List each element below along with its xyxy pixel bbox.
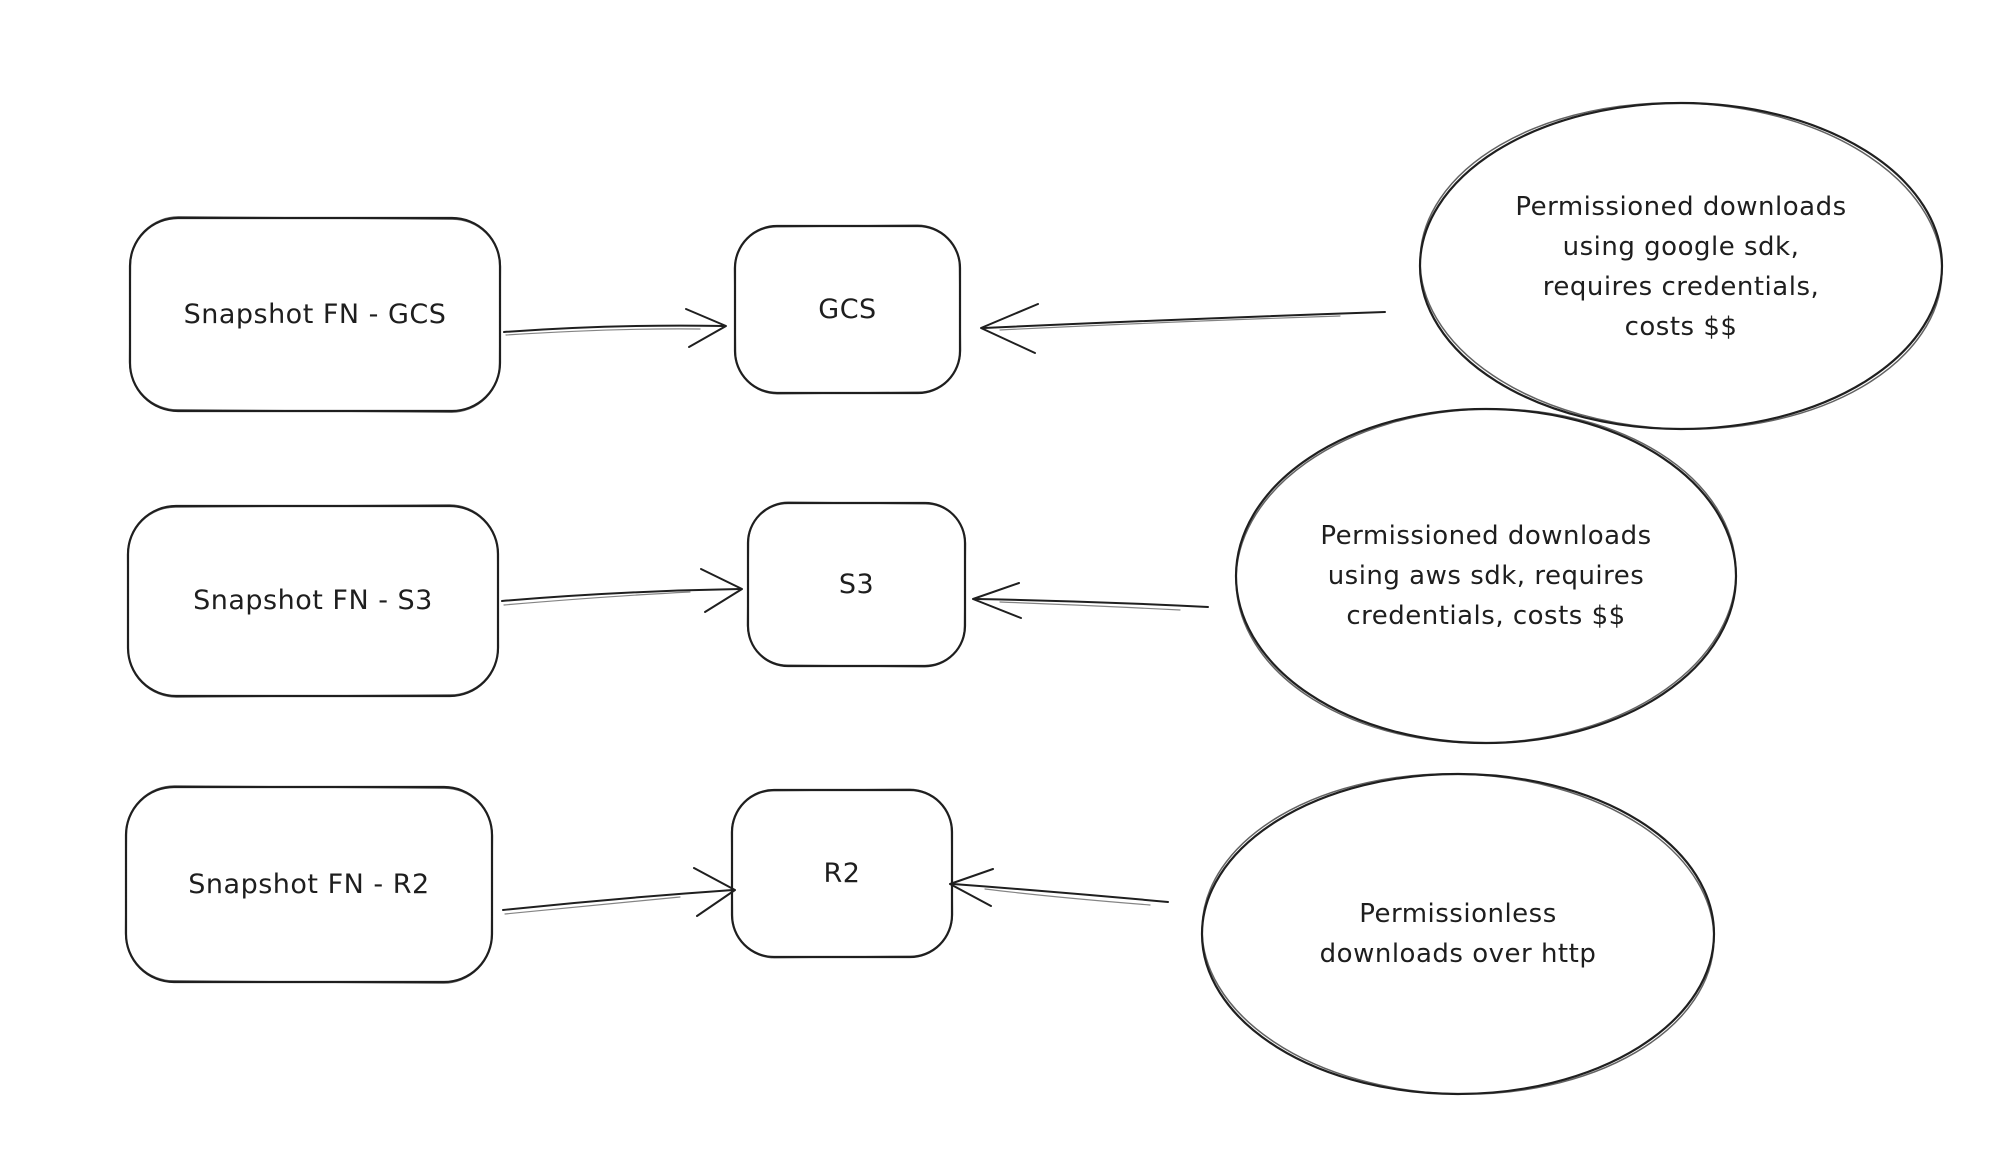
r2-box bbox=[730, 788, 954, 959]
arrow-head bbox=[972, 582, 1022, 619]
note-line: downloads over http bbox=[1319, 939, 1597, 969]
arrow-head bbox=[980, 303, 1039, 354]
arrow-head bbox=[685, 308, 727, 348]
arrow-shaft-overdraw bbox=[503, 591, 691, 606]
arrow-shaft bbox=[952, 883, 1169, 903]
ellipse-outline-overdraw bbox=[1419, 102, 1943, 430]
arrow-snapshot-to-r2 bbox=[502, 867, 736, 917]
snapshot-fn-r2-box bbox=[124, 785, 494, 984]
s3-label: S3 bbox=[838, 568, 875, 600]
r2-note-ellipse bbox=[1200, 772, 1716, 1096]
arrow-r2-note-to-r2 bbox=[949, 868, 1169, 907]
box-outline-overdraw bbox=[746, 501, 967, 668]
arrow-shaft-overdraw bbox=[505, 328, 701, 336]
arrow-shaft bbox=[501, 588, 741, 602]
snapshot-fn-gcs-box bbox=[128, 216, 502, 413]
box-outline-overdraw bbox=[128, 216, 502, 413]
gcs-note-text: Permissioned downloads using google sdk,… bbox=[1421, 106, 1941, 428]
arrow-head bbox=[693, 867, 736, 917]
note-line: Permissionless bbox=[1359, 899, 1557, 929]
snapshot-fn-r2-label: Snapshot FN - R2 bbox=[188, 868, 430, 900]
arrow-snapshot-to-s3 bbox=[501, 568, 743, 613]
arrow-shaft bbox=[503, 324, 725, 333]
note-line: using aws sdk, requires bbox=[1327, 561, 1645, 591]
s3-note-text: Permissioned downloads using aws sdk, re… bbox=[1236, 409, 1736, 743]
arrow-head bbox=[949, 868, 994, 907]
gcs-box bbox=[733, 224, 962, 395]
ellipse-outline-overdraw bbox=[1235, 408, 1737, 744]
note-line: using google sdk, bbox=[1562, 232, 1800, 262]
box-outline-overdraw bbox=[124, 785, 494, 984]
arrow-gcs-note-to-gcs bbox=[980, 303, 1386, 354]
r2-label: R2 bbox=[823, 857, 861, 889]
snapshot-fn-gcs-label: Snapshot FN - GCS bbox=[183, 298, 447, 330]
arrow-shaft bbox=[502, 889, 734, 911]
snapshot-fn-s3-label: Snapshot FN - S3 bbox=[193, 585, 433, 616]
note-line: Permissioned downloads bbox=[1515, 192, 1847, 222]
note-line: requires credentials, bbox=[1542, 272, 1820, 302]
arrow-shaft bbox=[975, 598, 1209, 608]
box-outline-overdraw bbox=[730, 788, 954, 959]
gcs-label: GCS bbox=[818, 293, 877, 325]
arrow-snapshot-to-gcs bbox=[503, 308, 727, 348]
arrow-shaft-overdraw bbox=[984, 888, 1151, 906]
arrow-shaft-overdraw bbox=[999, 315, 1341, 331]
arrow-shaft-overdraw bbox=[504, 896, 681, 915]
arrow-head bbox=[700, 568, 743, 613]
r2-note-text: Permissionless downloads over http bbox=[1202, 774, 1714, 1094]
arrow-s3-note-to-s3 bbox=[972, 582, 1209, 619]
note-line: costs $$ bbox=[1624, 312, 1738, 342]
gcs-note-ellipse bbox=[1418, 101, 1944, 431]
s3-box bbox=[746, 501, 967, 668]
arrow-shaft-overdraw bbox=[999, 601, 1181, 611]
snapshot-fn-s3-box bbox=[126, 504, 500, 698]
box-outline-overdraw bbox=[733, 224, 962, 395]
box-outline-overdraw bbox=[126, 504, 500, 698]
ellipse-outline-overdraw bbox=[1201, 773, 1715, 1095]
s3-note-ellipse bbox=[1234, 407, 1738, 745]
note-line: Permissioned downloads bbox=[1320, 521, 1652, 551]
arrow-shaft bbox=[983, 311, 1386, 329]
note-line: credentials, costs $$ bbox=[1346, 601, 1626, 631]
